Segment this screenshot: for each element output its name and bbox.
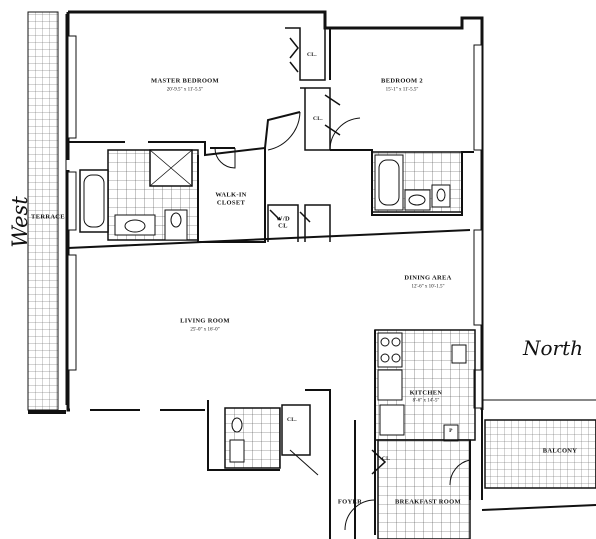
closet-block (285, 27, 341, 151)
living-bottom-walls (90, 389, 356, 539)
living-room-label: LIVING ROOM (180, 317, 230, 325)
kitchen (374, 329, 476, 442)
living-room-dims: 25'-0" x 16'-0" (190, 327, 220, 333)
pantry-label: P (449, 428, 453, 435)
foyer-label: FOYER (337, 498, 363, 506)
north-annotation: North (523, 336, 584, 360)
walk-in-closet-walls (197, 147, 266, 243)
breakfast-room (377, 439, 471, 539)
dining-area-dims: 12'-6" x 10'-1.5" (411, 284, 445, 290)
master-bedroom-dims: 20'-9.5" x 11'-5.5" (166, 87, 204, 93)
kitchen-door (449, 459, 471, 486)
west-annotation: West (7, 196, 32, 248)
closet-label-mid: CL. (313, 116, 323, 123)
closet-door-foyer (371, 449, 387, 475)
kitchen-label: KITCHEN (409, 389, 443, 397)
foyer-door (344, 499, 376, 531)
bedroom2-bath (371, 151, 463, 213)
closet-label-top: CL. (307, 52, 317, 59)
master-bedroom-label: MASTER BEDROOM (151, 77, 219, 85)
walk-in-label-1: WALK-IN (215, 191, 247, 199)
balcony (481, 399, 596, 511)
breakfast-room-label: BREAKFAST ROOM (395, 498, 461, 506)
dining-area-label: DINING AREA (404, 274, 452, 282)
bedroom2-wall (329, 28, 474, 216)
living-room-wall (67, 229, 471, 249)
walk-in-label-2: CLOSET (216, 199, 246, 207)
powder-room (224, 404, 319, 476)
kitchen-dims: 8'-6" x 14'-5" (412, 398, 440, 404)
bedroom2-dims: 15'-1" x 11'-5.5" (385, 87, 419, 93)
terrace-label: TERRACE (31, 213, 65, 221)
hall-door-2 (329, 117, 361, 151)
closet-label-foyer: CL (381, 456, 391, 463)
hall-door (267, 111, 301, 151)
wd-label-1: W/D (276, 215, 290, 223)
terrace (27, 11, 66, 414)
walk-in-door (214, 147, 236, 169)
wd-label-2: CL (278, 222, 288, 230)
wd-closet (267, 204, 331, 242)
windows (67, 35, 483, 409)
closet-label-powder: CL. (287, 417, 297, 424)
balcony-label: BALCONY (542, 447, 578, 455)
bedroom2-label: BEDROOM 2 (381, 77, 423, 85)
master-bath (79, 149, 199, 241)
